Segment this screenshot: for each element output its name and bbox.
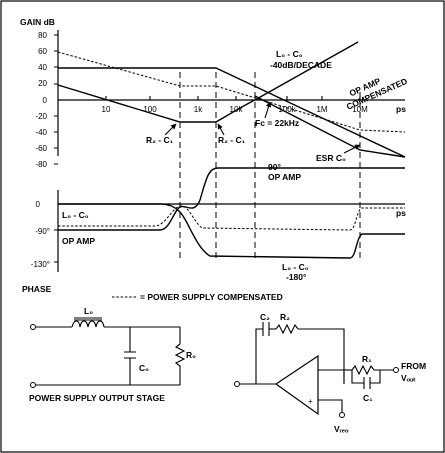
power-supply-output-stage: L₀ C₀ R₀ POWER SUPPLY OUTPUT STAGE bbox=[29, 306, 196, 403]
supply-compensated-dashed-gain bbox=[57, 51, 406, 133]
phase-x-unit: ps bbox=[396, 208, 406, 218]
phase-plot: 0 -90° -130° ps PHASE 90° OP AMP L₀ - C₀… bbox=[22, 162, 406, 294]
lc-phase-curve bbox=[58, 203, 405, 259]
capacitor-c1-label: C₁ bbox=[363, 393, 373, 403]
inductor-label: L₀ bbox=[84, 306, 93, 316]
gain-x-tick: 1M bbox=[316, 105, 327, 114]
opamp-90-label-2: OP AMP bbox=[268, 172, 301, 182]
input-terminal-bottom bbox=[30, 382, 36, 388]
gain-plot: GAIN dB 80 60 40 20 0 -20 -40 -60 -80 10… bbox=[20, 17, 409, 169]
vout-terminal bbox=[393, 367, 399, 373]
resistor-r0-symbol bbox=[174, 343, 186, 385]
resistor-r0-label: R₀ bbox=[186, 350, 196, 360]
opamp-phase-left-label: OP AMP bbox=[62, 236, 95, 246]
lc-phase-bottom-label: L₀ - C₀ bbox=[282, 262, 309, 272]
lc-slope-label: L₀ - C₀ bbox=[276, 49, 303, 59]
output-stage-title: POWER SUPPLY OUTPUT STAGE bbox=[29, 393, 165, 403]
resistor-r1-label: R₁ bbox=[362, 354, 372, 364]
phase-y-tick: 0 bbox=[36, 200, 41, 209]
capacitor-c0-label: C₀ bbox=[139, 363, 149, 373]
gain-y-tick: 60 bbox=[38, 47, 47, 56]
esr-label: ESR C₀ bbox=[316, 153, 346, 163]
gain-y-tick: -60 bbox=[35, 144, 47, 153]
resistor-r2-symbol bbox=[275, 323, 299, 335]
supply-compensated-dashed-phase bbox=[58, 205, 405, 231]
lc-plant-curve bbox=[58, 67, 406, 158]
opamp-compensated-curve bbox=[57, 41, 359, 123]
gain-y-tick: 80 bbox=[38, 31, 47, 40]
lc-phase-left-label: L₀ - C₀ bbox=[62, 210, 89, 220]
gain-y-ticks: 80 60 40 20 0 -20 -40 -60 -80 bbox=[35, 31, 58, 169]
opamp-phase-curve bbox=[58, 167, 405, 231]
phase-y-tick: -130° bbox=[31, 260, 50, 269]
frequency-guides bbox=[179, 72, 361, 262]
legend: = POWER SUPPLY COMPENSATED bbox=[112, 292, 283, 302]
from-label: FROM bbox=[401, 361, 426, 371]
gain-y-tick: -40 bbox=[35, 128, 47, 137]
esr-curve bbox=[254, 95, 406, 158]
gain-y-tick: -80 bbox=[35, 160, 47, 169]
resistor-r1-symbol bbox=[351, 364, 375, 376]
lc-phase-bottom-label-2: -180° bbox=[286, 272, 307, 282]
gain-y-tick: 20 bbox=[38, 79, 47, 88]
gain-x-tick: 1k bbox=[194, 105, 203, 114]
input-terminal-top bbox=[30, 324, 36, 330]
opamp-symbol bbox=[274, 354, 319, 416]
phase-y-tick: -90° bbox=[35, 227, 50, 236]
gain-y-tick: -20 bbox=[35, 112, 47, 121]
opamp-90-label: 90° bbox=[268, 162, 281, 172]
vref-terminal bbox=[339, 412, 345, 418]
capacitor-c0-symbol bbox=[124, 351, 136, 359]
r2c1-left-label: R₂ - C₁ bbox=[146, 135, 174, 145]
capacitor-c1-symbol bbox=[363, 377, 371, 389]
gain-x-tick: 100 bbox=[143, 105, 157, 114]
gain-axis-title: GAIN dB bbox=[20, 17, 55, 27]
inductor-symbol bbox=[71, 320, 105, 328]
compensated-opamp-network: C₂ R₂ + Vᵣₑₒ R₁ C₁ FROM Vₒᵤₜ bbox=[234, 312, 426, 434]
gain-y-tick: 0 bbox=[43, 96, 48, 105]
legend-dashed-label: = POWER SUPPLY COMPENSATED bbox=[140, 292, 283, 302]
gain-y-tick: 40 bbox=[38, 63, 47, 72]
lc-slope-value: -40dB/DECADE bbox=[270, 60, 332, 70]
gain-x-tick: 10 bbox=[102, 105, 111, 114]
capacitor-c2-symbol bbox=[262, 322, 270, 336]
gain-x-unit: ps bbox=[396, 104, 406, 114]
opamp-plus-sign: + bbox=[308, 397, 313, 406]
opamp-output-terminal bbox=[234, 381, 240, 387]
phase-axis-title: PHASE bbox=[22, 284, 52, 294]
vout-label: Vₒᵤₜ bbox=[401, 373, 416, 383]
resistor-r2-label: R₂ bbox=[280, 312, 290, 322]
r2c1-right-label: R₂ - C₁ bbox=[218, 135, 246, 145]
crossover-frequency-label: Fc = 22kHz bbox=[255, 118, 299, 128]
gain-x-tick: 100k bbox=[278, 105, 296, 114]
gain-x-tick: 10M bbox=[352, 105, 368, 114]
vref-label: Vᵣₑₒ bbox=[334, 424, 349, 434]
capacitor-c2-label: C₂ bbox=[260, 312, 270, 322]
